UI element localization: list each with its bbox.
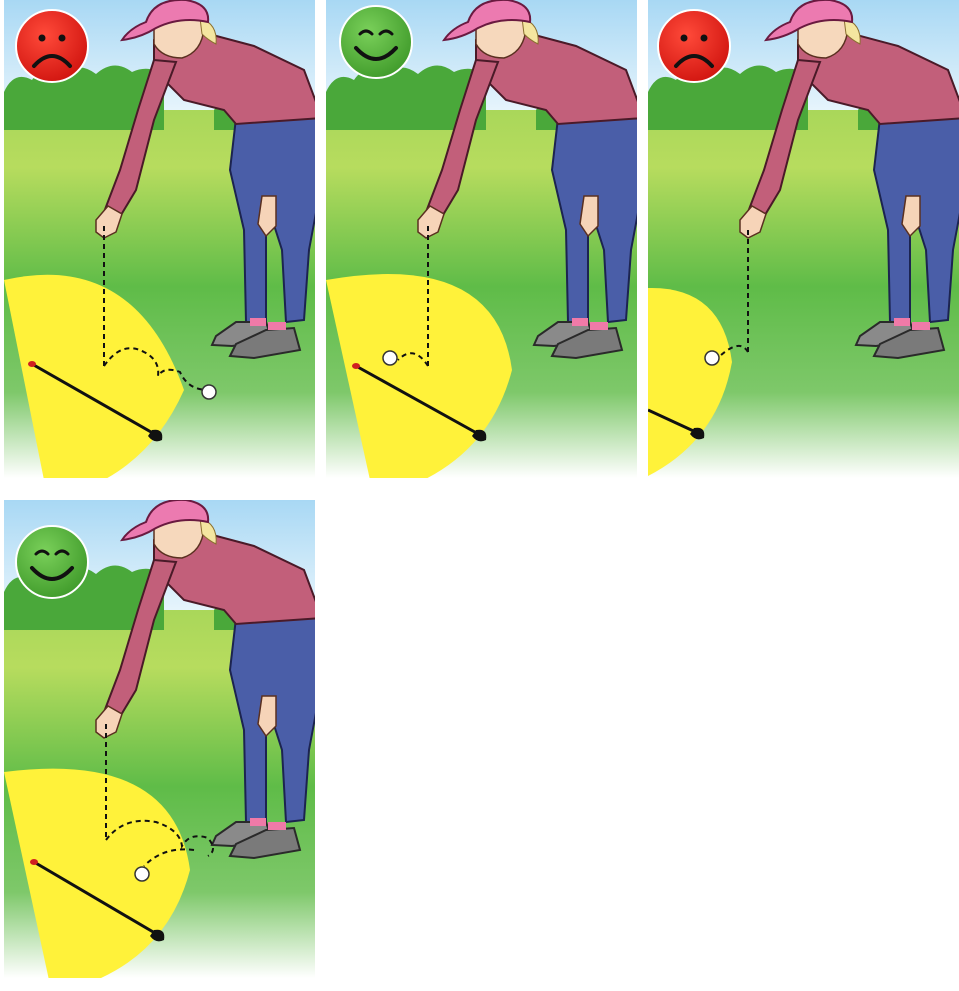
sad-face-icon [16, 10, 88, 82]
panel-ball-small-zone [648, 0, 959, 478]
panel-2-illustration [326, 0, 637, 478]
golf-ball [202, 385, 216, 399]
panel-ball-inside-zone [326, 0, 637, 478]
sad-face-icon [658, 10, 730, 82]
panel-1-illustration [4, 0, 315, 478]
happy-face-icon [340, 6, 412, 78]
happy-face-icon [16, 526, 88, 598]
panel-ball-bounced-inside-zone [4, 500, 315, 978]
golf-ball [135, 867, 149, 881]
panel-ball-outside-zone [4, 0, 315, 478]
golf-ball [383, 351, 397, 365]
golf-ball [705, 351, 719, 365]
panel-3-illustration [648, 0, 959, 478]
panel-4-illustration [4, 500, 315, 978]
